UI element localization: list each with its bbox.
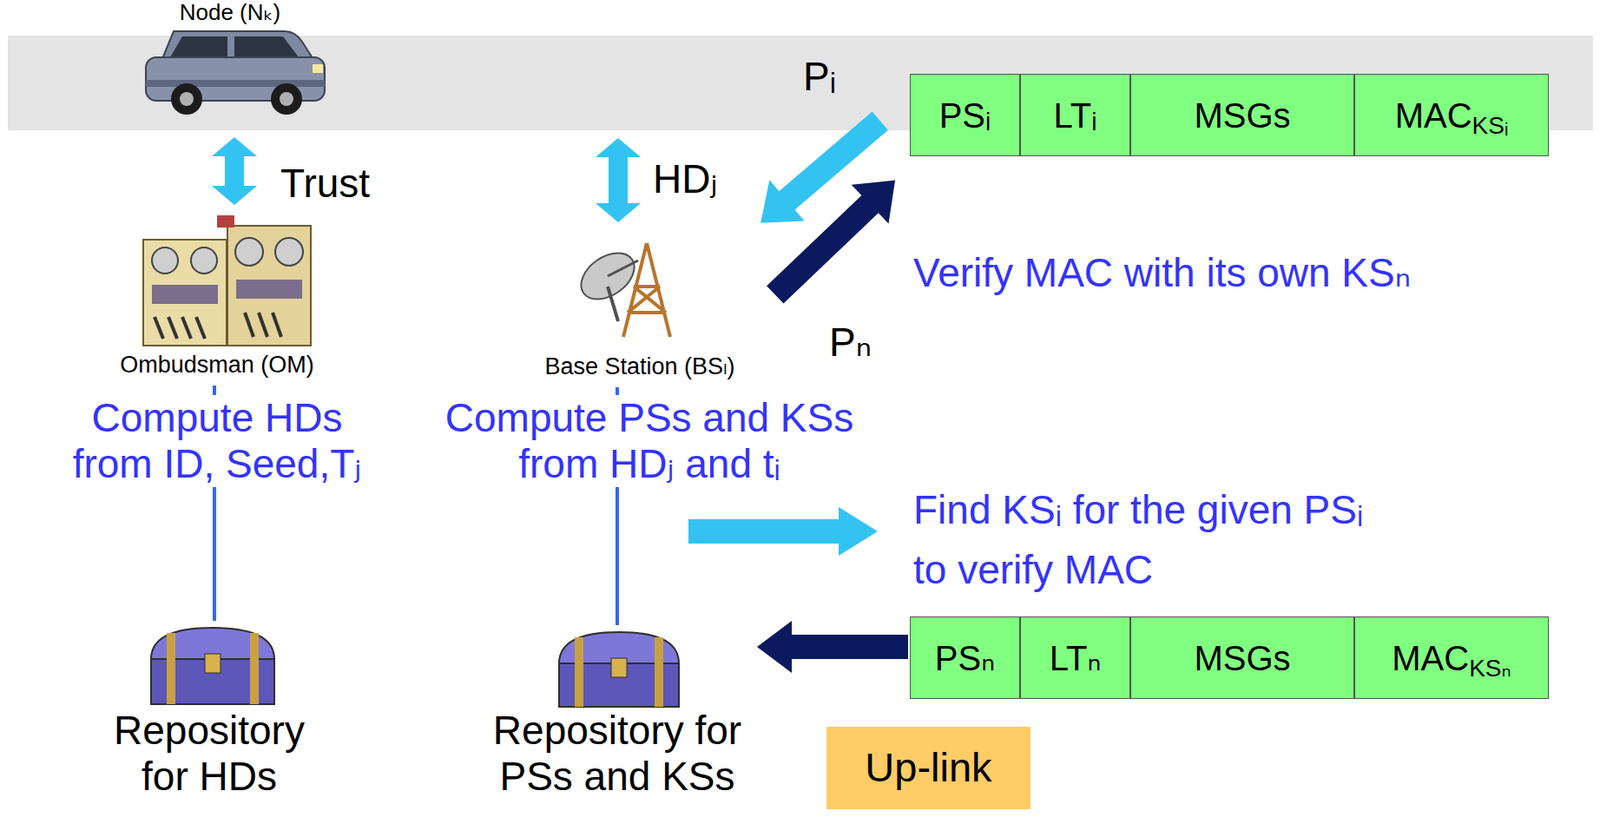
base-station-icon <box>572 243 671 337</box>
node-text: Node (Nₖ) <box>133 0 327 27</box>
node-text: Ombudsman (OM) <box>81 351 353 379</box>
node-text: Up-link <box>864 744 992 791</box>
node-text: LTₙ <box>1049 638 1102 679</box>
packet-field: LTᵢ <box>1020 73 1131 157</box>
process-note: Verify MAC with its own KSₙ <box>913 250 1582 297</box>
node-text: PSᵢ <box>939 95 992 136</box>
trust-arrow <box>211 137 257 205</box>
node-text: MSGs <box>1193 95 1291 136</box>
packet-field: MSGs <box>1130 73 1355 157</box>
edge-label: Pᵢ <box>803 53 837 100</box>
car-icon <box>145 31 325 115</box>
base-station-node: Base Station (BSₗ) <box>509 227 771 388</box>
packet-field: LTₙ <box>1020 616 1131 699</box>
node-text: MSGs <box>1193 638 1291 679</box>
node-text: Repository for HDs <box>99 707 319 800</box>
lookup-arrow <box>688 506 878 556</box>
node-text: KSᵢ <box>1472 111 1509 140</box>
process-note: Compute PSs and KSs from HDⱼ and tᵢ <box>432 395 867 488</box>
repository-node: Repository for HDs <box>96 620 323 807</box>
repository-chest-icon <box>559 632 679 707</box>
packet-field: MACKSᵢ <box>1354 73 1549 157</box>
link-label: HDⱼ <box>652 156 758 203</box>
store-arrow <box>757 620 909 673</box>
packet-arrow <box>766 180 896 304</box>
node-text: Repository for PSs and KSs <box>486 707 749 800</box>
uplink-tag: Up-link <box>826 726 1031 810</box>
packet-field: PSₙ <box>909 616 1021 699</box>
hd-double-arrow <box>595 138 641 223</box>
edge-label: Pₙ <box>829 319 872 366</box>
ombudsman-machine-icon <box>143 215 311 346</box>
node-text: PSₙ <box>934 638 995 679</box>
process-note: Compute HDs from ID, Seed,Tⱼ <box>60 395 374 488</box>
repository-chest-icon <box>151 627 275 705</box>
node-text: MAC <box>1395 95 1473 136</box>
edge-label: Trust <box>280 160 370 207</box>
node-text: MAC <box>1391 638 1469 679</box>
node-text: KSₙ <box>1468 654 1512 683</box>
vehicle-node: Node (Nₖ) <box>130 0 330 120</box>
node-text: LTᵢ <box>1053 95 1098 136</box>
process-note: Find KSᵢ for the given PSᵢ to verify MAC <box>913 480 1396 600</box>
packet-field: MSGs <box>1130 616 1355 699</box>
packet-field: PSᵢ <box>909 73 1021 157</box>
packet-field: MACKSₙ <box>1354 616 1549 699</box>
repository-node: Repository for PSs and KSs <box>482 625 752 807</box>
node-text: Base Station (BSₗ) <box>513 353 767 381</box>
ombudsman-node: Ombudsman (OM) <box>78 208 356 386</box>
